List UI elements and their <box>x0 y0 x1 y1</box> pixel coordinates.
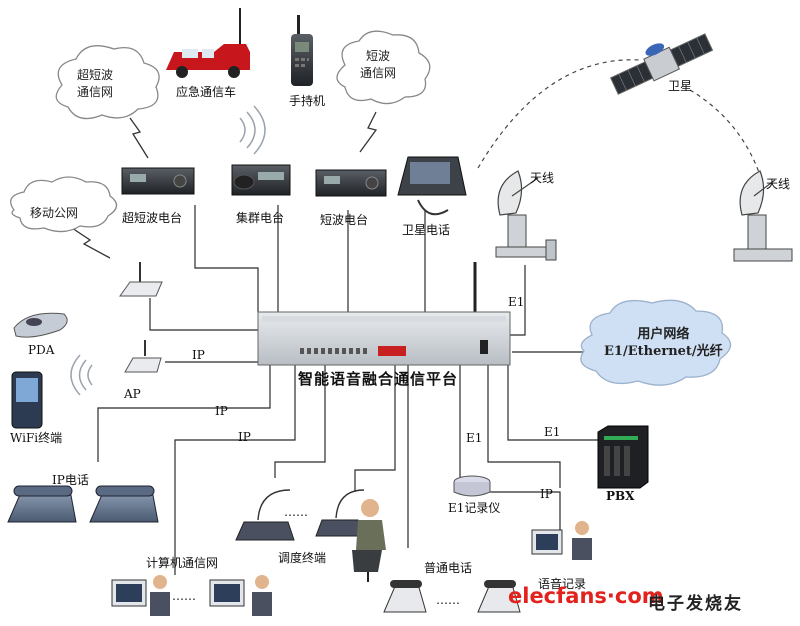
cloud-mobile-net <box>10 176 118 233</box>
cloud-label-user-line1: 用户网络 <box>637 327 690 342</box>
label-sat-phone: 卫星电话 <box>402 223 451 237</box>
label-hf-radio: 短波电台 <box>320 213 369 227</box>
link-label-ip-pc: IP <box>238 430 251 444</box>
cloud-label-mobile-net: 移动公网 <box>30 206 79 220</box>
ip-phone-icon-1 <box>7 485 77 523</box>
label-voice-recorder: 语音记录 <box>538 577 587 591</box>
label-e1-recorder: E1记录仪 <box>448 501 501 515</box>
label-wifi-terminal: WiFi终端 <box>10 431 63 445</box>
e1-recorder-icon <box>453 475 491 497</box>
watermark-cn: 电子发烧友 <box>648 594 743 614</box>
wireless-bolts <box>71 111 378 259</box>
computer-icon-2 <box>209 575 272 616</box>
cloud-user-net <box>580 299 732 386</box>
handheld-radio-icon <box>291 15 313 86</box>
antenna-right-icon <box>733 170 793 262</box>
operator-person-icon <box>352 499 386 582</box>
wifi-waves <box>70 105 266 396</box>
cloud-label-hf-line1: 短波 <box>366 49 391 63</box>
link-label-e1-recorder: E1 <box>466 431 483 445</box>
normal-phone-icon-2 <box>477 580 521 613</box>
dots-dispatch: …… <box>284 505 308 519</box>
connection-lines <box>97 205 598 575</box>
label-handheld: 手持机 <box>289 94 326 108</box>
label-normal-phone: 普通电话 <box>424 561 473 575</box>
emergency-vehicle-icon <box>166 8 250 78</box>
cloud-label-uhf-line1: 超短波 <box>77 68 114 82</box>
label-trunk-radio: 集群电台 <box>236 211 285 225</box>
label-antenna-right: 天线 <box>766 177 791 191</box>
cloud-label-uhf-line2: 通信网 <box>77 85 114 99</box>
label-satellite: 卫星 <box>668 79 693 93</box>
platform-title: 智能语音融合通信平台 <box>298 370 459 388</box>
link-label-e1-antenna: E1 <box>508 295 525 309</box>
cloud-hf-net <box>336 30 431 105</box>
satellite-links <box>477 59 761 176</box>
antenna-left-icon <box>495 170 557 261</box>
watermark-brand: elecfans·com <box>508 584 664 608</box>
wireless-router-icon <box>119 262 163 297</box>
wifi-terminal-icon <box>11 371 43 429</box>
computer-icon-1 <box>111 575 170 616</box>
cloud-label-hf-line2: 通信网 <box>360 66 397 80</box>
trunk-radio-icon <box>231 164 291 196</box>
label-ap: AP <box>124 387 141 401</box>
cloud-label-hf-net: 短波 通信网 <box>360 48 396 82</box>
cloud-label-uhf-net: 超短波 通信网 <box>77 67 113 101</box>
label-vehicle: 应急通信车 <box>176 85 237 99</box>
cloud-uhf-net <box>55 45 160 120</box>
label-dispatch: 调度终端 <box>278 551 327 565</box>
label-uhf-radio: 超短波电台 <box>122 211 183 225</box>
link-label-ip-voice: IP <box>540 487 553 501</box>
link-label-ip-phone: IP <box>215 404 228 418</box>
link-label-ip-ap: IP <box>192 348 205 362</box>
hf-radio-icon <box>315 169 387 197</box>
satellite-phone-icon <box>397 156 467 216</box>
pda-icon <box>13 312 68 338</box>
cloud-label-user-line2: E1/Ethernet/光纤 <box>604 344 723 359</box>
label-pbx: PBX <box>606 489 635 503</box>
normal-phone-icon-1 <box>383 580 427 613</box>
satellite-icon <box>609 33 714 95</box>
cloud-label-user-net: 用户网络 E1/Ethernet/光纤 <box>604 326 723 360</box>
voice-recorder-icon <box>531 521 592 560</box>
uhf-radio-icon <box>121 167 195 195</box>
pbx-icon <box>597 425 649 489</box>
label-computer-net: 计算机通信网 <box>146 556 219 570</box>
dots-computers: …… <box>172 589 196 603</box>
access-point-icon <box>124 340 162 373</box>
ip-phone-icon-2 <box>89 485 159 523</box>
dots-phones: …… <box>436 593 460 607</box>
label-pda: PDA <box>28 343 55 357</box>
dispatch-console-icon <box>235 489 365 541</box>
label-ip-phone: IP电话 <box>52 473 89 487</box>
label-antenna-left: 天线 <box>530 171 555 185</box>
platform-device <box>257 262 511 366</box>
link-label-e1-pbx: E1 <box>544 425 561 439</box>
